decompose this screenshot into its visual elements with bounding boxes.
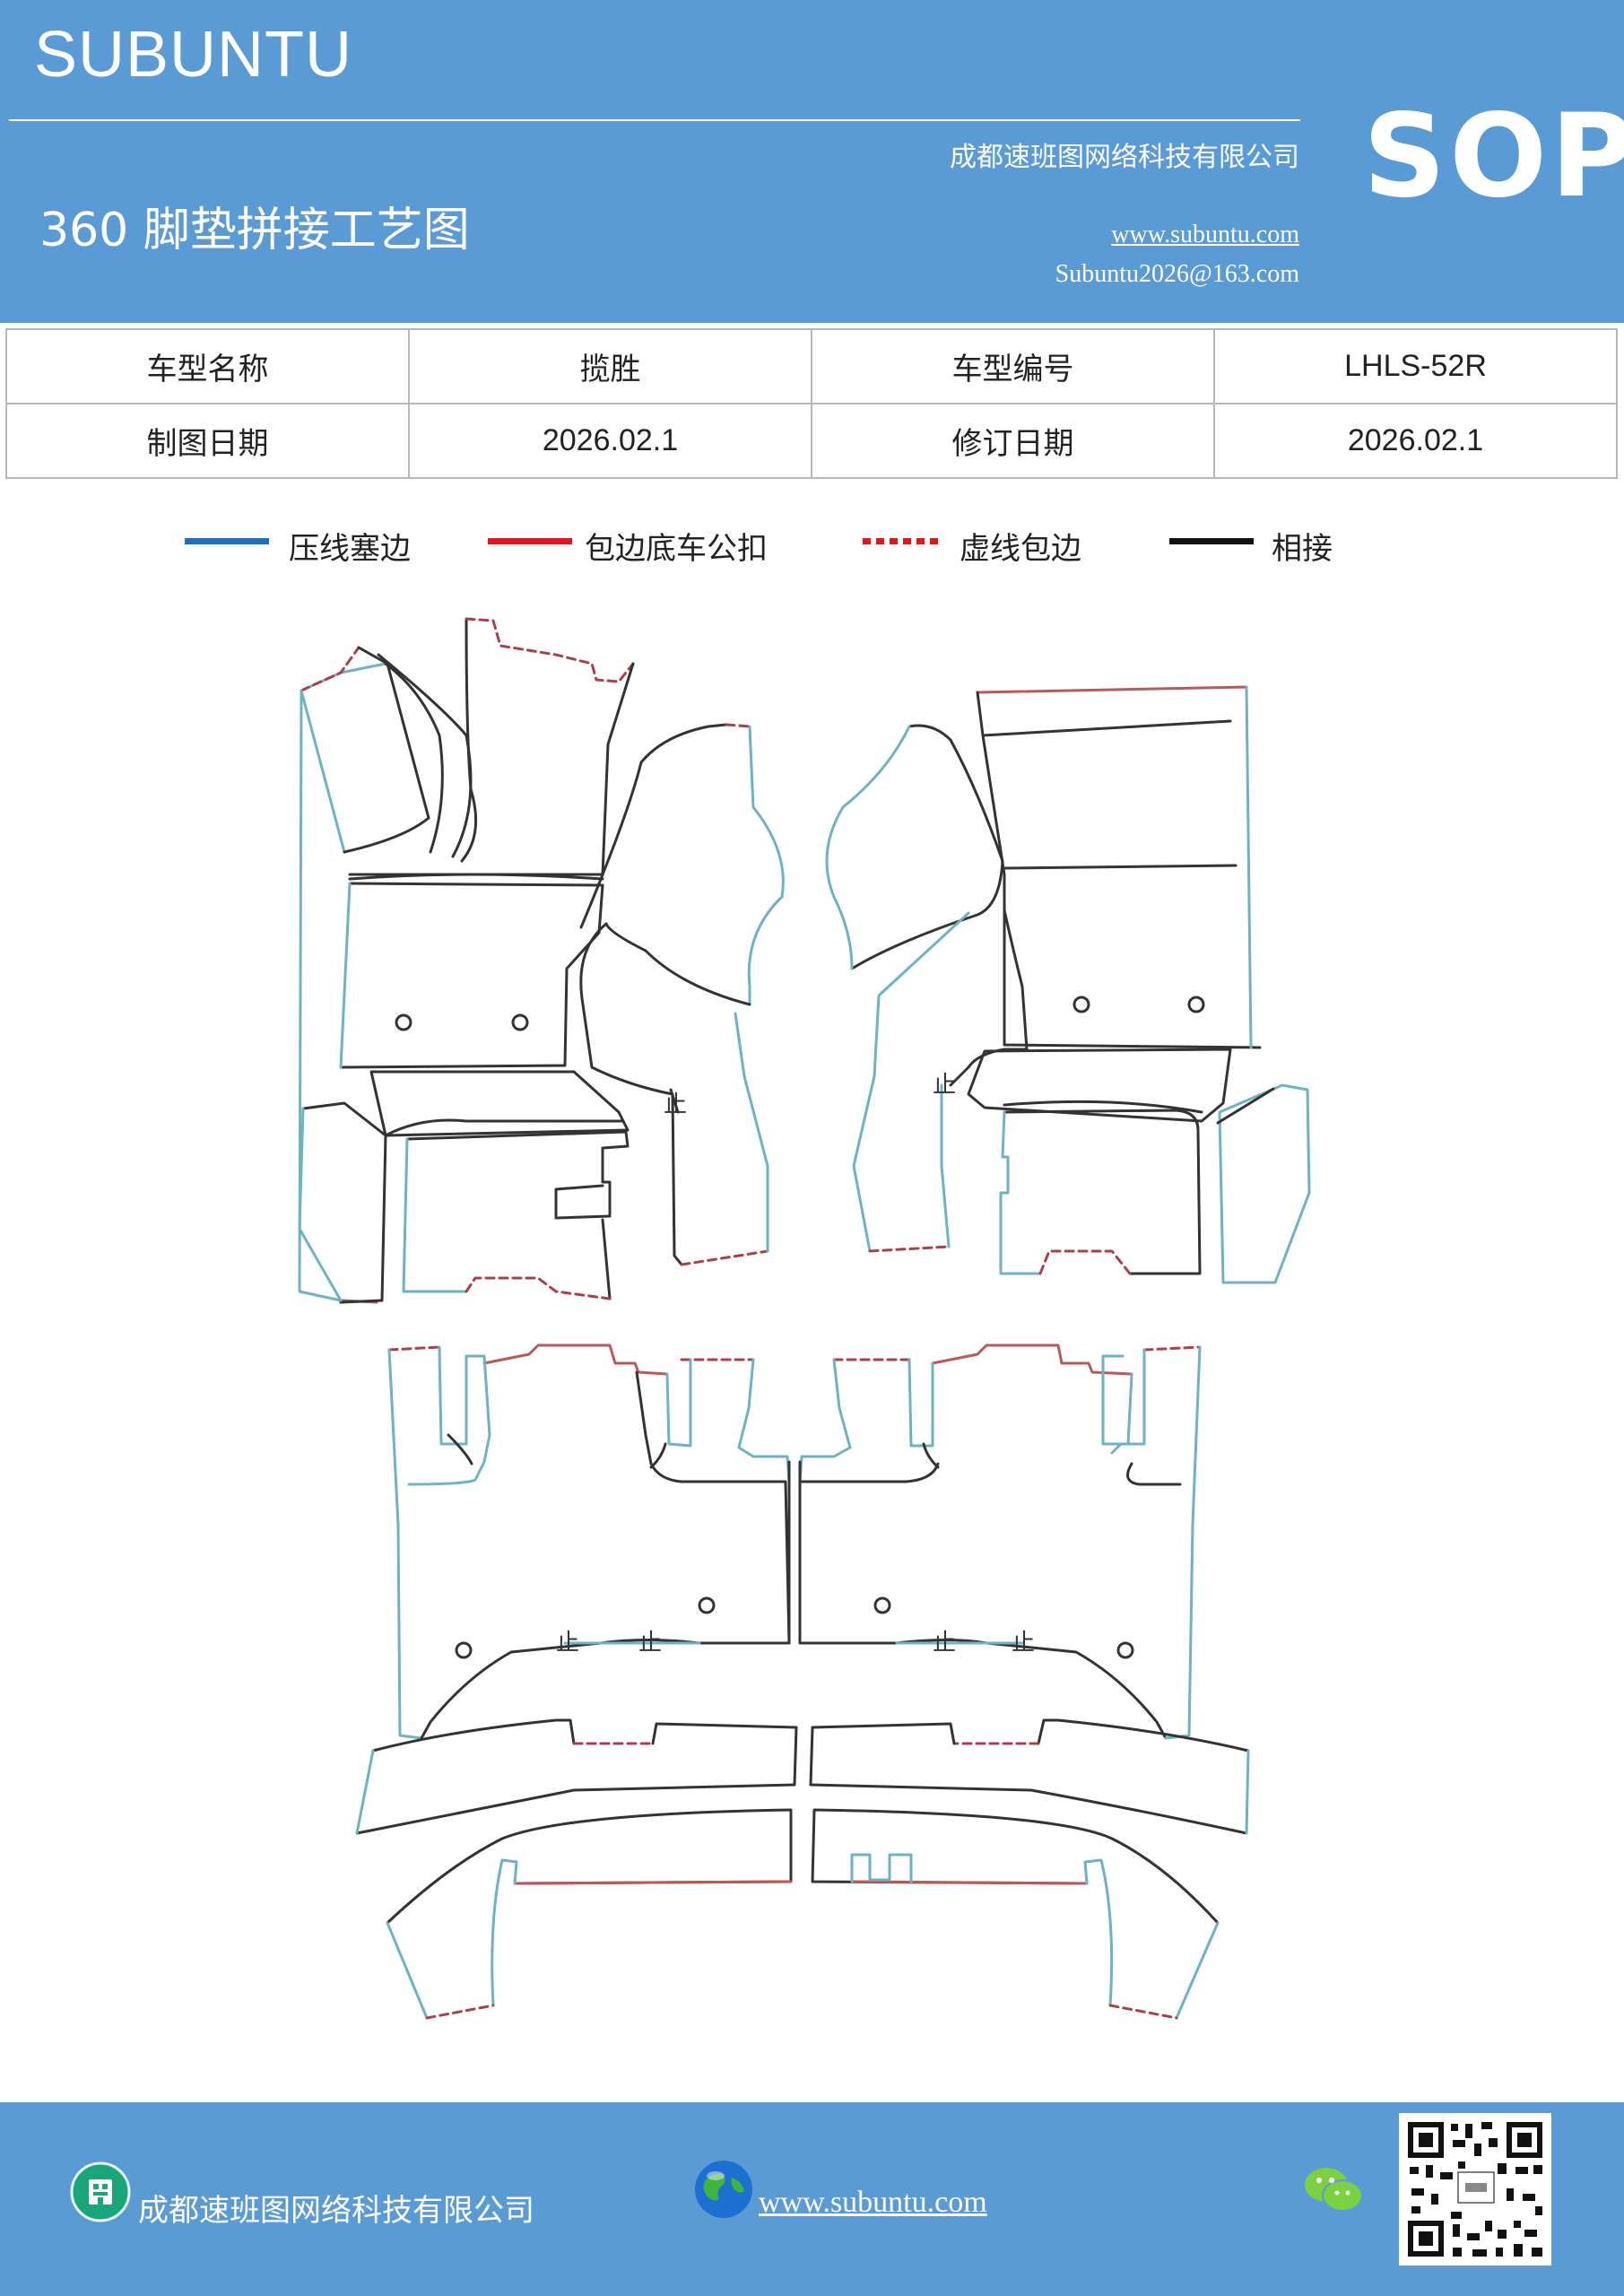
stitch-mark: 止 (1012, 1630, 1035, 1657)
vehicle-info-table: 车型名称 揽胜 车型编号 LHLS-52R 制图日期 2026.02.1 修订日… (5, 328, 1618, 479)
brand-logo-text: SUBUNTU (34, 19, 353, 91)
header-divider (9, 119, 1300, 121)
legend-label: 虚线包边 (960, 531, 1081, 567)
revision-date-value: 2026.02.1 (1213, 403, 1618, 479)
header-company-name: 成都速班图网络科技有限公司 (950, 142, 1299, 173)
header-banner (0, 0, 1624, 323)
stitch-mark: 止 (638, 1630, 662, 1657)
legend-swatch-black-solid (1169, 538, 1254, 544)
rear-bands (355, 1718, 1250, 2020)
footer-website-link[interactable]: www.subuntu.com (759, 2186, 987, 2219)
stitch-mark: 止 (556, 1630, 579, 1657)
legend-label: 压线塞边 (289, 531, 411, 567)
stitch-mark: 止 (933, 1072, 956, 1099)
table-row: 制图日期 2026.02.1 修订日期 2026.02.1 (5, 403, 1618, 479)
document-title: 360 脚垫拼接工艺图 (39, 204, 470, 257)
model-code-label: 车型编号 (811, 328, 1215, 404)
front-right-mat (825, 685, 1311, 1284)
header-email: Subuntu2026@163.com (1055, 260, 1299, 288)
legend-label: 包边底车公扣 (585, 531, 768, 567)
footer-company-name: 成都速班图网络科技有限公司 (138, 2193, 534, 2229)
legend-swatch-red-solid (488, 538, 572, 544)
qr-code[interactable] (1399, 2113, 1551, 2266)
stitch-mark: 止 (664, 1091, 687, 1118)
building-icon (70, 2161, 131, 2222)
rear-left-mat (387, 1344, 791, 1740)
model-name-label: 车型名称 (5, 328, 410, 404)
revision-date-label: 修订日期 (811, 403, 1215, 479)
legend-swatch-blue-solid (185, 538, 269, 544)
globe-icon (695, 2161, 752, 2218)
model-name-value: 揽胜 (408, 328, 812, 404)
legend-label: 相接 (1272, 531, 1333, 567)
stitch-marks: 止 止 止 止 止 止 (556, 1072, 1035, 1657)
stitch-mark: 止 (933, 1630, 956, 1657)
wechat-icon (1305, 2168, 1363, 2212)
front-left-mat (298, 617, 785, 1304)
table-row: 车型名称 揽胜 车型编号 LHLS-52R (5, 328, 1618, 404)
model-code-value: LHLS-52R (1213, 328, 1618, 404)
header-website-link[interactable]: www.subuntu.com (1111, 221, 1299, 248)
draw-date-value: 2026.02.1 (408, 403, 812, 479)
rear-right-mat (798, 1344, 1202, 1740)
legend-swatch-red-dotted (863, 538, 943, 544)
sop-badge: SOP (1363, 90, 1624, 223)
draw-date-label: 制图日期 (5, 403, 410, 479)
